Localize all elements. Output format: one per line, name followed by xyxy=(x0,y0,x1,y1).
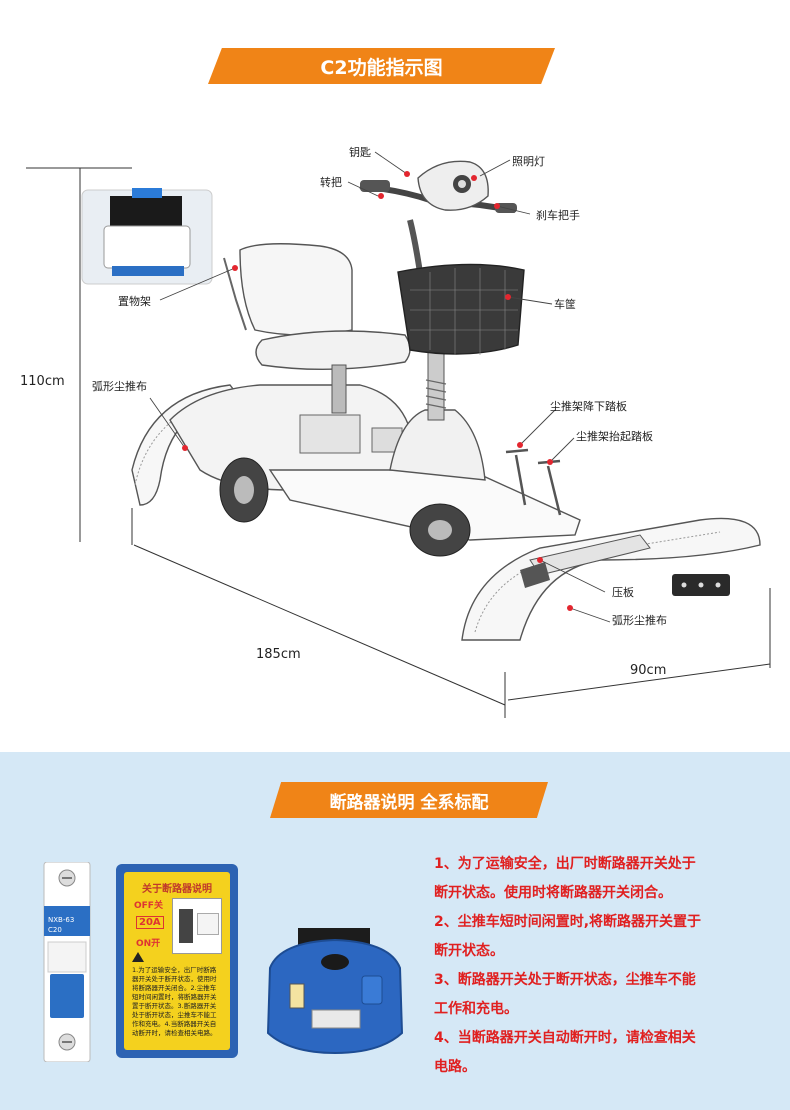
seat-cushion xyxy=(255,330,411,371)
notice-device-icon xyxy=(172,898,222,954)
right-dust-mop xyxy=(461,517,761,641)
note-line-4: 断开状态。 xyxy=(434,943,504,959)
label-handlebar: 转把 xyxy=(320,176,342,189)
warning-icon xyxy=(132,952,144,962)
label-key: 钥匙 xyxy=(349,146,371,159)
scooter-drawing xyxy=(26,151,771,718)
note-line-5: 3、断路器开关处于断开状态，尘推车不能 xyxy=(434,972,696,988)
dimension-lines xyxy=(26,167,771,718)
label-raise-pedal: 尘推架抬起踏板 xyxy=(576,430,653,443)
press-plate-photo xyxy=(672,574,730,596)
label-press-plate: 压板 xyxy=(612,586,634,599)
notice-title: 关于断路器说明 xyxy=(142,884,212,895)
breaker-notice-card: 关于断路器说明 OFF关 20A ON开 1.为了运输安全，出厂时断路器开关处于… xyxy=(116,864,238,1058)
section2-title: 断路器说明 全系标配 xyxy=(329,792,489,813)
label-arc-left: 弧形尘推布 xyxy=(92,380,147,393)
front-column xyxy=(389,409,486,481)
circuit-breaker-photo: NXB-63 C20 xyxy=(43,862,91,1062)
dimension-length: 185cm xyxy=(256,647,301,662)
breaker-notice-inner: 关于断路器说明 OFF关 20A ON开 1.为了运输安全，出厂时断路器开关处于… xyxy=(124,872,230,1050)
seat-back xyxy=(239,243,353,336)
notice-off: OFF关 xyxy=(134,901,163,911)
note-line-6: 工作和充电。 xyxy=(434,1001,518,1017)
notice-text: 1.为了运输安全，出厂时断路器开关处于断开状态，使用时将断路器开关闭合。2.尘推… xyxy=(132,966,217,1037)
notice-on: ON开 xyxy=(136,939,161,949)
label-lower-pedal: 尘推架降下踏板 xyxy=(550,400,627,413)
notice-amp: 20A xyxy=(136,916,164,929)
section2-title-banner: 断路器说明 全系标配 xyxy=(270,782,548,818)
note-line-3: 2、尘推车短时间闲置时,将断路器开关置于 xyxy=(434,914,702,930)
machine-breaker-photo xyxy=(260,928,410,1058)
label-brake: 刹车把手 xyxy=(536,209,580,222)
function-diagram-section: C2功能指示图 钥匙 照明灯 转把 刹车把手 置物架 车筐 弧形尘推布 尘推架降… xyxy=(20,48,771,718)
section1-title: C2功能指示图 xyxy=(320,56,443,79)
note-line-7: 4、当断路器开关自动断开时，请检查相关 xyxy=(434,1030,696,1046)
label-arc-right: 弧形尘推布 xyxy=(612,614,667,627)
label-shelf: 置物架 xyxy=(118,295,151,308)
label-basket: 车筐 xyxy=(554,298,576,311)
markers xyxy=(182,171,573,611)
note-line-1: 1、为了运输安全，出厂时断路器开关处于 xyxy=(434,856,696,872)
note-line-8: 电路。 xyxy=(434,1059,476,1075)
breaker-notes: 1、为了运输安全，出厂时断路器开关处于 断开状态。使用时将断路器开关闭合。 2、… xyxy=(434,850,779,1082)
note-line-2: 断开状态。使用时将断路器开关闭合。 xyxy=(434,885,672,901)
leader-lines xyxy=(149,151,611,623)
label-headlight: 照明灯 xyxy=(512,155,545,168)
dimension-height: 110cm xyxy=(20,374,65,389)
headlight-housing xyxy=(417,160,489,211)
shelf-photo xyxy=(81,188,213,285)
spring xyxy=(425,379,447,409)
pedals xyxy=(505,448,562,516)
breaker-rating: C20 xyxy=(48,926,62,934)
basket-grid xyxy=(410,268,518,355)
breaker-model: NXB-63 xyxy=(48,916,74,924)
basket xyxy=(397,263,525,355)
dimension-width: 90cm xyxy=(630,663,667,678)
section1-title-banner: C2功能指示图 xyxy=(208,48,555,84)
